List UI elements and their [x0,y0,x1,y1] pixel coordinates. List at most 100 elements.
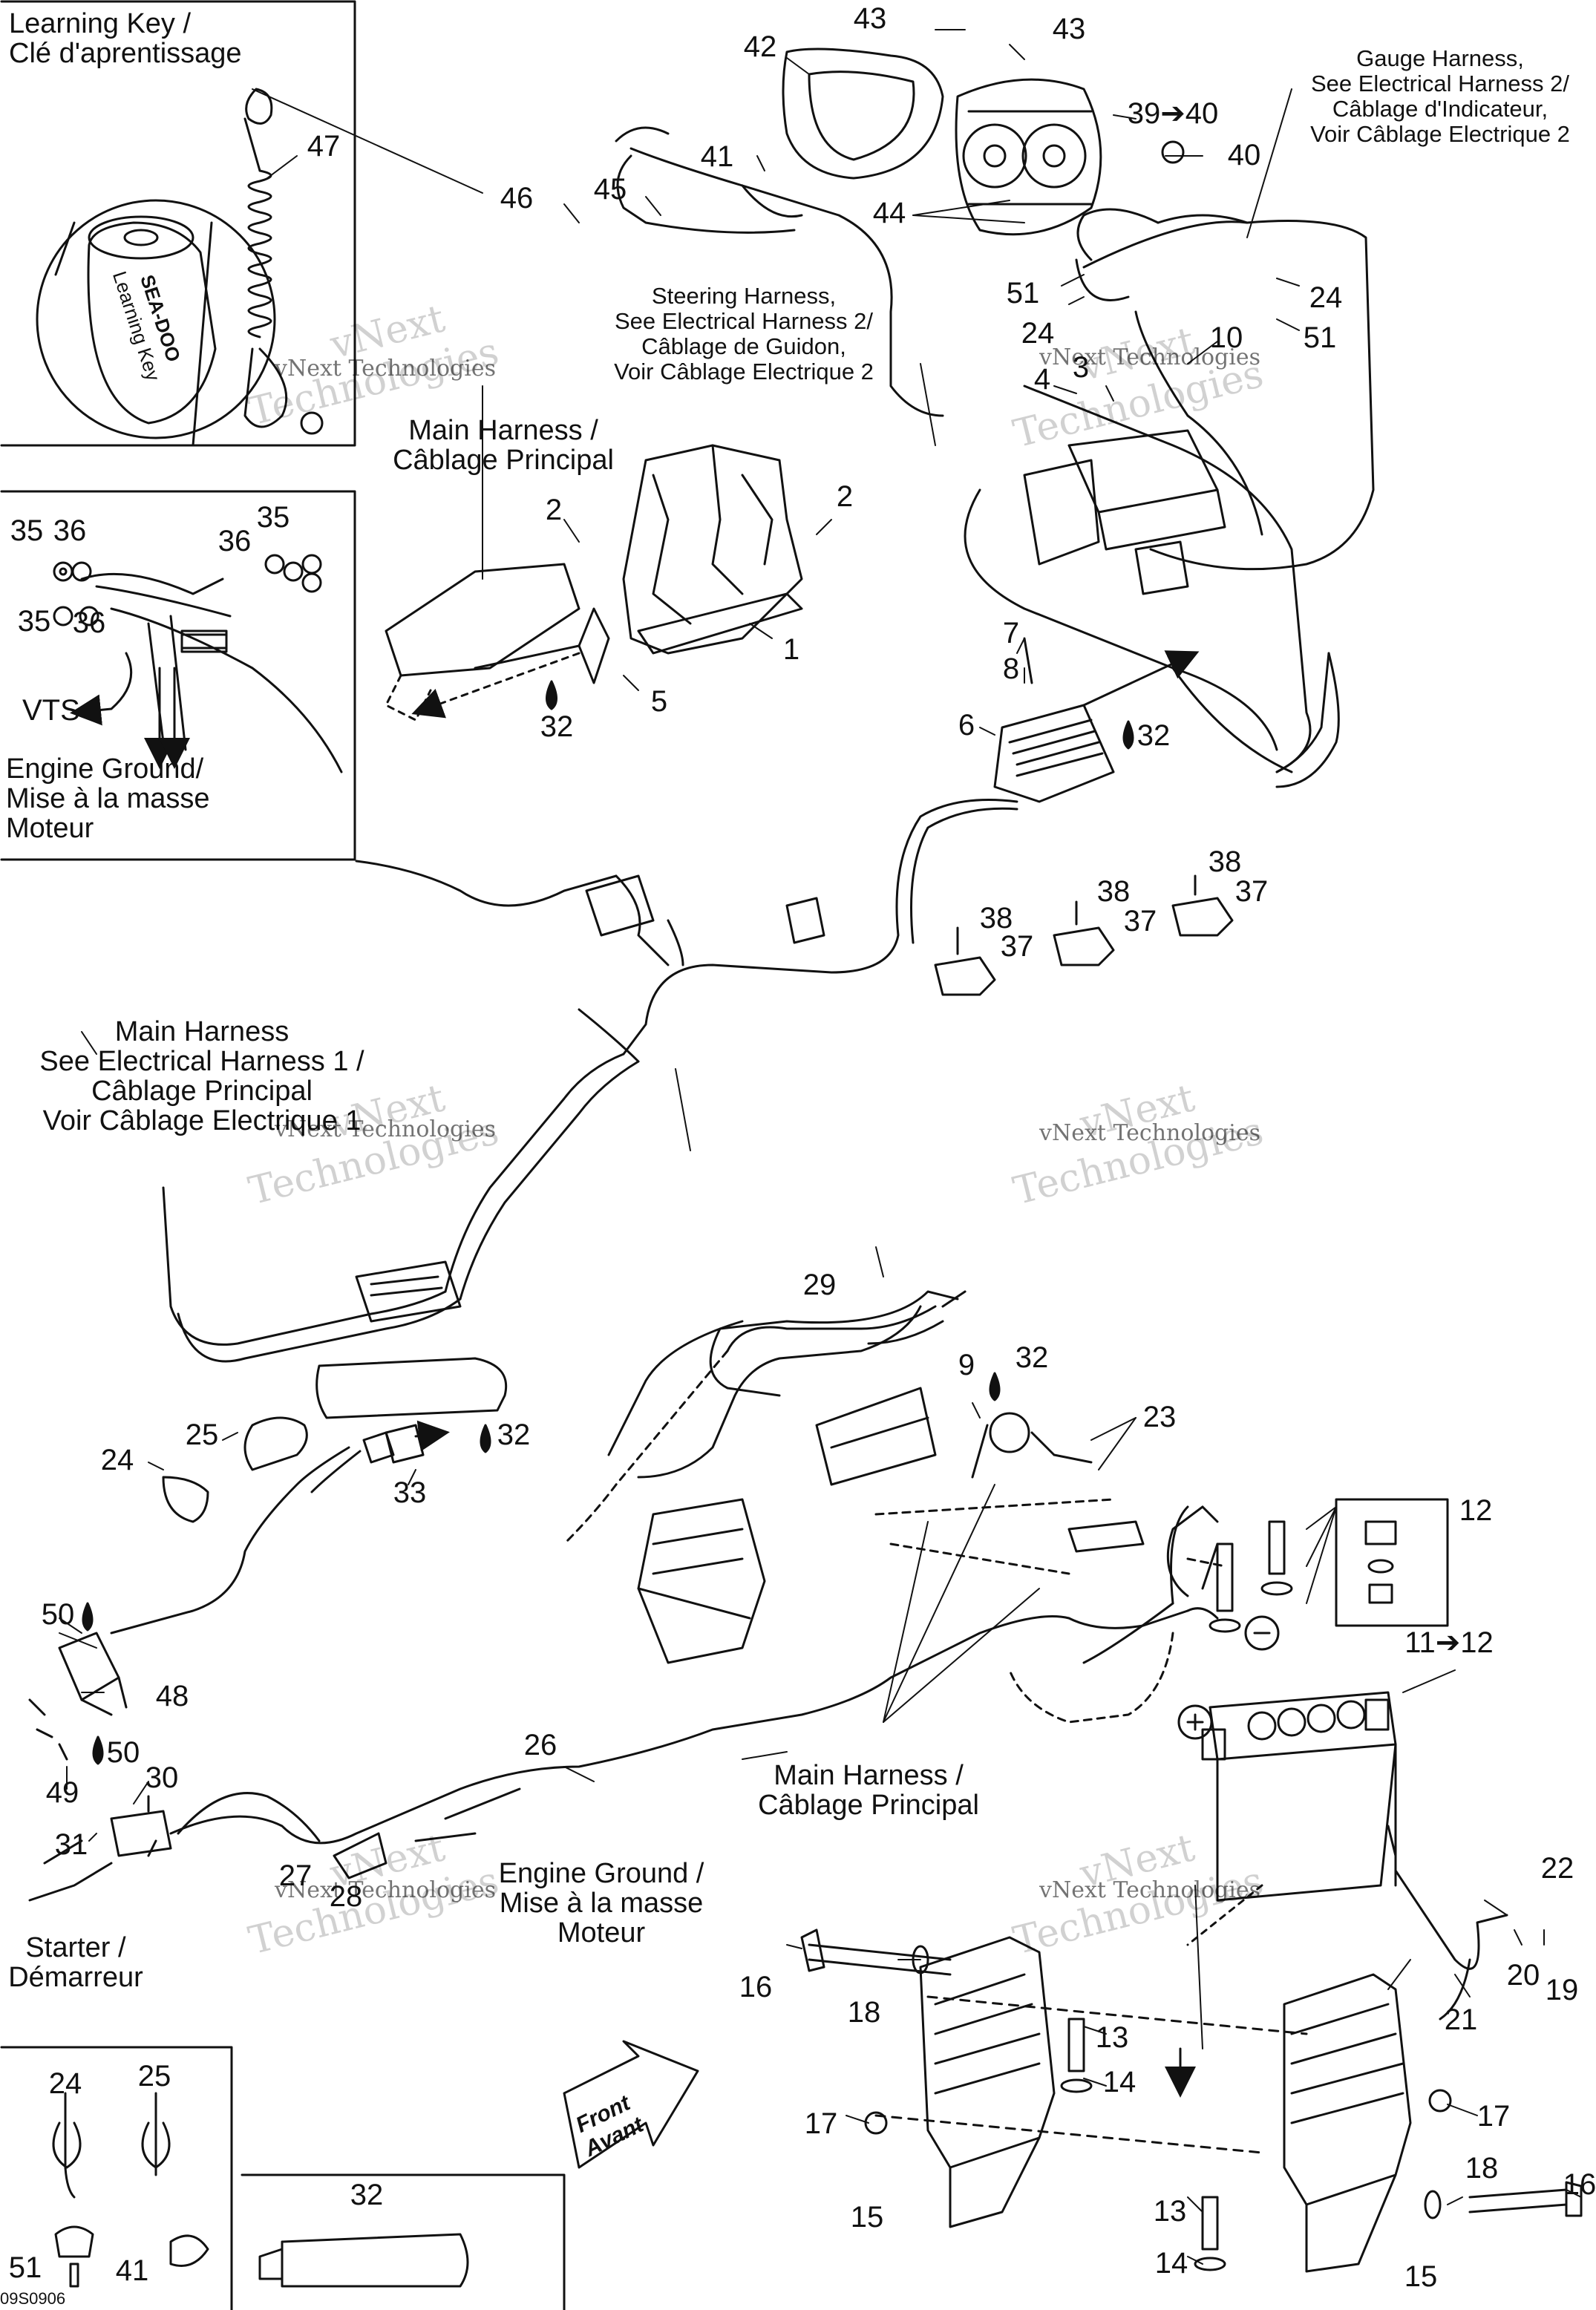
watermark: vNext Technologies [1039,1120,1261,1146]
legend-inset [0,2046,566,2310]
main-harness-top-label: Main Harness / Câblage Principal [393,415,614,476]
callout: 37 [1234,875,1269,908]
callout: 28 [329,1880,363,1913]
clips-37 [934,874,1234,996]
callout: 4 [1033,363,1051,396]
callout: 6 [958,709,975,742]
callout: 51 [8,2251,42,2284]
fuse-box-left [385,563,580,722]
callout: 18 [1465,2152,1499,2185]
callout: 14 [1154,2247,1188,2280]
leader-lines [59,29,1582,2265]
callout: 37 [1123,905,1157,938]
callout: 12 [1459,1494,1493,1527]
callout: 47 [307,130,341,163]
callout: 48 [155,1680,189,1712]
callout: 32 [350,2179,384,2211]
callout: 31 [54,1828,88,1861]
battery-holders-15 [800,1884,1583,2273]
callout: 39➔40 [1127,97,1219,130]
callout: 43 [853,2,887,35]
callout: 42 [743,30,777,63]
callout: 30 [145,1761,179,1794]
callout: 21 [1444,2003,1478,2036]
callout: 25 [137,2060,171,2093]
callout: 26 [523,1729,557,1761]
callout: 16 [739,1971,773,2003]
callout: 1 [782,633,800,666]
callout: 36 [72,606,106,639]
callout: 18 [847,1996,881,2029]
callout: 2 [545,494,563,526]
callout: 24 [1021,317,1055,350]
callout: 50 [106,1736,140,1769]
callout: 7 [1002,617,1020,650]
watermark: vNext Technologies [1039,1877,1261,1903]
callout: 45 [593,173,627,206]
callout: 13 [1153,2195,1187,2228]
lubricant-drop-icons [82,680,1134,1765]
callout: 38 [1096,875,1131,908]
callout: 51 [1006,277,1040,310]
watermark: vNext Technologies [275,1877,497,1903]
callout: 32 [540,710,574,743]
callout: 50 [41,1598,75,1631]
left-lower-parts [28,1416,477,1902]
callout: 13 [1095,2021,1129,2054]
regulator-6 [993,637,1200,803]
callout: 10 [1209,321,1243,354]
callout: 27 [278,1859,313,1892]
callout: 25 [185,1419,219,1451]
watermark: vNext Technologies [1039,344,1261,370]
engine-ground-inset [0,490,356,861]
watermark: vNext Technologies [275,356,497,382]
callout: 20 [1506,1959,1540,1992]
callout: 3 [1072,351,1090,384]
lower-harness [563,1290,1145,1664]
callout: 32 [497,1419,531,1451]
callout: 41 [700,140,734,173]
callout: 40 [1227,139,1261,171]
callout: 8 [1002,652,1020,685]
callout: 49 [45,1776,79,1809]
callout: 37 [1000,930,1034,963]
callout: 15 [1404,2260,1438,2293]
drawing-code: 09S0906 [0,2289,66,2308]
bracket-1 [578,444,803,684]
callout: 15 [850,2201,884,2234]
callout: 41 [115,2254,149,2287]
callout: 11➔12 [1404,1626,1494,1659]
callout: 14 [1102,2066,1137,2098]
callout: 2 [836,480,854,513]
front-arrow [563,2040,699,2169]
callout: 16 [1563,2168,1596,2201]
callout: 38 [1208,845,1242,878]
upper-harness-wiring [615,126,1375,788]
callout: 44 [872,197,906,229]
main-harness-mid-label: Main Harness See Electrical Harness 1 / … [39,1016,364,1136]
callout: 9 [958,1349,975,1381]
callout: 32 [1137,719,1171,752]
callout: 23 [1142,1401,1177,1433]
battery-cables [147,1290,1508,2021]
main-harness-mid [162,799,1018,1419]
callout: 46 [500,182,534,215]
fuse-box-upper [1023,429,1226,595]
vts-label: VTS [22,694,80,727]
engine-ground-inset-label: Engine Ground/ Mise à la masse Moteur [6,753,210,844]
callout: 17 [804,2107,838,2140]
callout: 51 [1303,321,1337,354]
gauge-harness-label: Gauge Harness, See Electrical Harness 2/… [1310,45,1570,147]
starter-label: Starter / Démarreur [8,1932,143,1993]
learning-key-inset [0,0,356,447]
callout: 5 [650,685,668,718]
main-harness-bottom-label: Main Harness / Câblage Principal [758,1760,979,1821]
watermark: vNext Technologies [275,1116,497,1142]
callout: 33 [393,1476,427,1509]
callout: 43 [1052,13,1086,45]
callout: 22 [1540,1852,1574,1885]
learning-key-label: Learning Key / Clé d'aprentissage [9,8,242,69]
callout: 17 [1476,2100,1511,2133]
callout: 35 [256,501,290,534]
